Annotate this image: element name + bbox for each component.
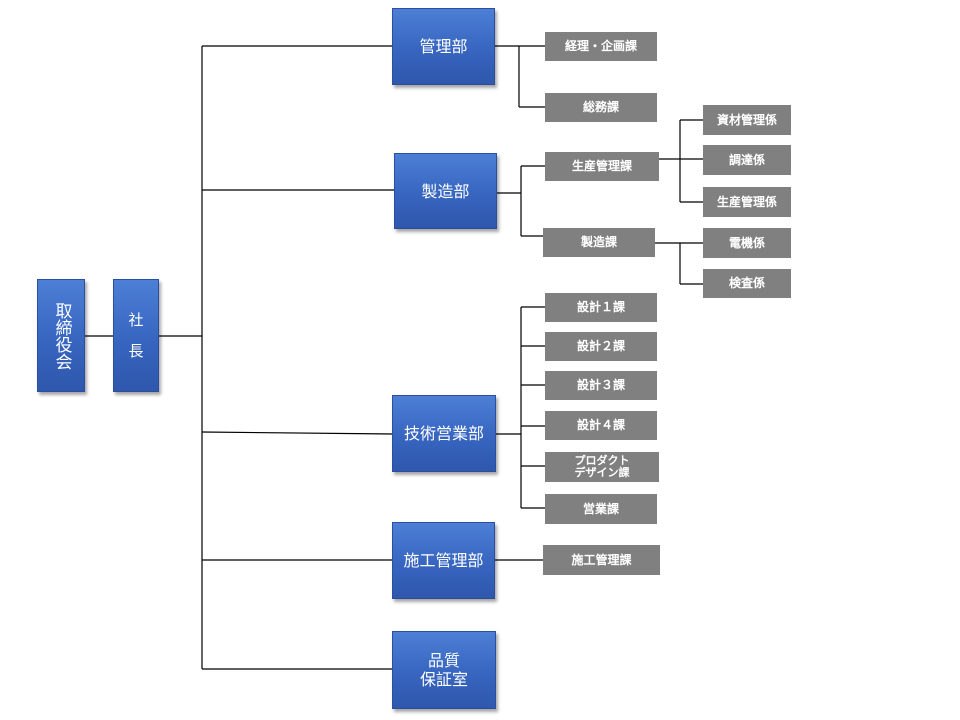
section-seizo-ka-label: 製造課 xyxy=(580,235,617,249)
subsection-chotatsu[interactable]: 調達係 xyxy=(703,145,791,175)
subsection-shizai-kanri[interactable]: 資材管理係 xyxy=(703,105,791,135)
department-hinshitsu-hosho-label: 品質 保証室 xyxy=(419,651,468,689)
president-label-line1: 社 xyxy=(128,310,144,329)
section-keiri-kikaku[interactable]: 経理・企画課 xyxy=(545,32,657,61)
section-eigyo[interactable]: 営業課 xyxy=(545,494,657,524)
section-somu-label: 総務課 xyxy=(582,100,619,114)
section-sekkei-1-label: 設計１課 xyxy=(576,300,625,314)
department-seko-kanri[interactable]: 施工管理部 xyxy=(392,522,495,599)
section-seko-kanri[interactable]: 施工管理課 xyxy=(543,545,660,575)
section-sekkei-1[interactable]: 設計１課 xyxy=(545,293,657,322)
section-sekkei-4[interactable]: 設計４課 xyxy=(545,411,657,440)
subsection-kensa-label: 検査係 xyxy=(728,276,765,290)
board-of-directors-label: 取締役会 xyxy=(51,301,72,370)
department-kanri[interactable]: 管理部 xyxy=(392,8,495,85)
section-sekkei-2[interactable]: 設計２課 xyxy=(545,332,657,361)
president-label-line2: 長 xyxy=(128,341,144,360)
subsection-denki[interactable]: 電機係 xyxy=(703,228,791,258)
department-seko-kanri-label: 施工管理部 xyxy=(403,551,484,570)
section-product-design-label: プロダクト デザイン課 xyxy=(574,454,630,479)
section-product-design[interactable]: プロダクト デザイン課 xyxy=(545,452,659,482)
section-keiri-kikaku-label: 経理・企画課 xyxy=(564,39,637,53)
section-seizo-ka[interactable]: 製造課 xyxy=(543,228,655,257)
department-gijutsu-eigyo[interactable]: 技術営業部 xyxy=(392,395,496,472)
section-sekkei-2-label: 設計２課 xyxy=(576,339,625,353)
subsection-chotatsu-label: 調達係 xyxy=(728,152,765,167)
president-box[interactable]: 社 長 xyxy=(113,279,159,392)
department-hinshitsu-hosho[interactable]: 品質 保証室 xyxy=(392,631,496,709)
section-sekkei-3[interactable]: 設計３課 xyxy=(545,371,657,400)
subsection-denki-label: 電機係 xyxy=(728,235,765,250)
section-sekkei-3-label: 設計３課 xyxy=(576,378,625,392)
subsection-shizai-kanri-label: 資材管理係 xyxy=(716,112,777,127)
subsection-seisan-kanri-label: 生産管理係 xyxy=(716,194,777,209)
section-somu[interactable]: 総務課 xyxy=(545,93,657,122)
section-sekkei-4-label: 設計４課 xyxy=(576,418,625,432)
department-seizo[interactable]: 製造部 xyxy=(394,153,497,229)
section-seisan-kanri-label: 生産管理課 xyxy=(571,159,632,173)
department-gijutsu-eigyo-label: 技術営業部 xyxy=(403,424,484,443)
subsection-kensa[interactable]: 検査係 xyxy=(703,269,791,298)
section-seko-kanri-label: 施工管理課 xyxy=(571,552,632,567)
section-seisan-kanri[interactable]: 生産管理課 xyxy=(545,152,659,181)
department-kanri-label: 管理部 xyxy=(419,37,468,56)
board-of-directors-box[interactable]: 取締役会 xyxy=(37,279,85,392)
section-eigyo-label: 営業課 xyxy=(582,501,619,516)
subsection-seisan-kanri[interactable]: 生産管理係 xyxy=(703,187,791,217)
department-seizo-label: 製造部 xyxy=(421,181,470,201)
